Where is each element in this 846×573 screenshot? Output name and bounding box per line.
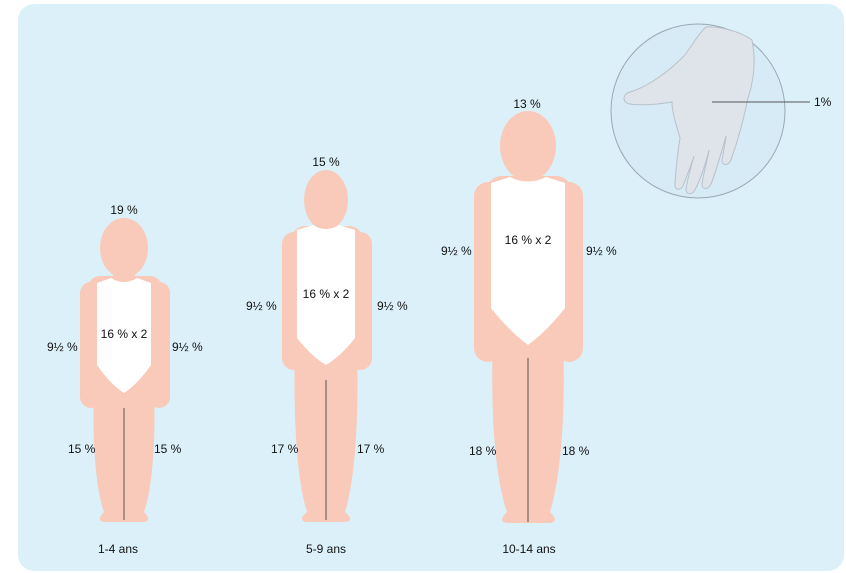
leg-right-percent-1-4: 15 % xyxy=(154,442,182,456)
arm-left-percent-5-9: 9½ % xyxy=(246,299,277,313)
arm-right-percent-5-9: 9½ % xyxy=(377,299,408,313)
leg-left-percent-10-14: 18 % xyxy=(469,444,497,458)
hand-inset xyxy=(611,24,810,198)
arm-left-percent-1-4: 9½ % xyxy=(47,340,78,354)
leg-right-percent-10-14: 18 % xyxy=(562,444,590,458)
head xyxy=(304,170,348,230)
torso-percent-10-14: 16 % x 2 xyxy=(505,233,552,247)
leg-left-percent-1-4: 15 % xyxy=(68,442,96,456)
head-percent-1-4: 19 % xyxy=(110,203,138,217)
torso-front xyxy=(491,177,565,345)
head xyxy=(500,111,556,181)
arm-right-percent-10-14: 9½ % xyxy=(586,244,617,258)
hand-percent-label: 1% xyxy=(814,95,832,109)
torso-percent-5-9: 16 % x 2 xyxy=(303,287,350,301)
age-label-10-14: 10-14 ans xyxy=(502,542,555,556)
torso-percent-1-4: 16 % x 2 xyxy=(101,327,148,341)
leg-right-percent-5-9: 17 % xyxy=(357,442,385,456)
child-figure-5-9 xyxy=(282,170,372,522)
arm-left-percent-10-14: 9½ % xyxy=(441,244,472,258)
age-label-1-4: 1-4 ans xyxy=(98,542,138,556)
head xyxy=(100,218,148,278)
child-figure-1-4 xyxy=(80,218,170,522)
arm-right-percent-1-4: 9½ % xyxy=(172,340,203,354)
child-figure-10-14 xyxy=(474,111,583,523)
leg-left-percent-5-9: 17 % xyxy=(271,442,299,456)
age-label-5-9: 5-9 ans xyxy=(306,542,346,556)
head-percent-10-14: 13 % xyxy=(513,97,541,111)
head-percent-5-9: 15 % xyxy=(312,155,340,169)
